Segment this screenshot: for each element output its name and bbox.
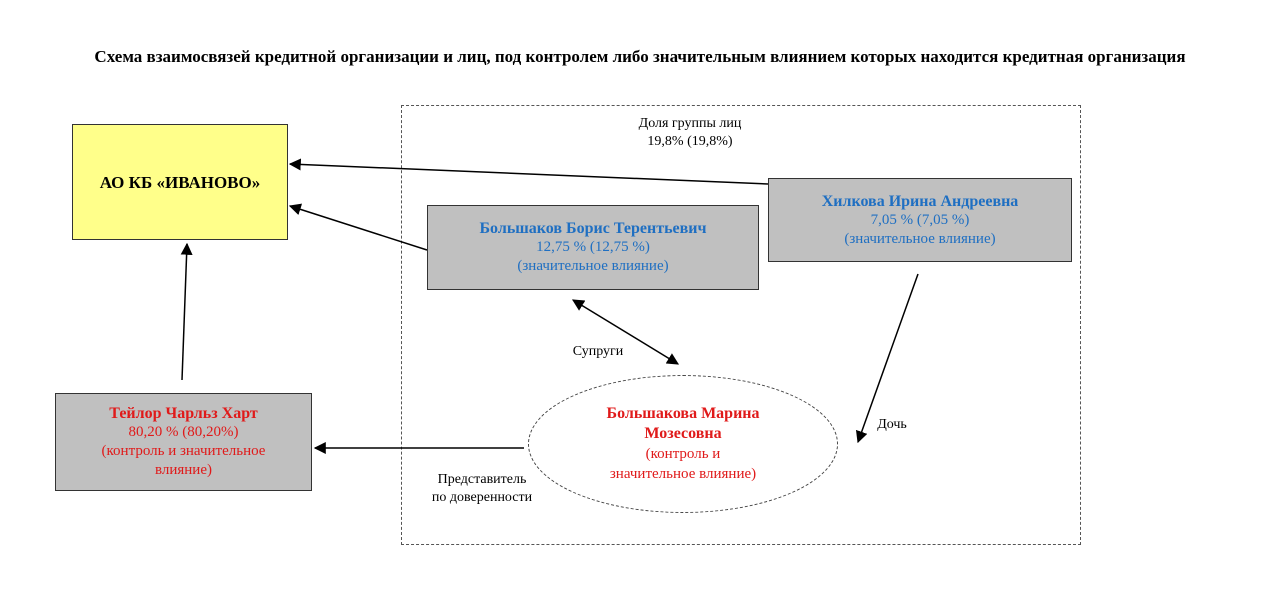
bank-name: АО КБ «ИВАНОВО»: [99, 172, 261, 192]
group-of-persons-border: [401, 105, 1081, 545]
bolshakova-ellipse: Большакова Марина Мозесовна (контроль и …: [528, 375, 838, 513]
khilkova-name: Хилкова Ирина Андреевна: [821, 192, 1019, 210]
daughter-label: Дочь: [877, 417, 907, 432]
bolshakova-name-line1: Большакова Марина: [606, 405, 760, 422]
bolshakova-note-line1: (контроль и: [645, 446, 721, 462]
group-share-value: 19,8% (19,8%): [647, 134, 733, 149]
group-share-label: Доля группы лиц: [638, 116, 742, 131]
spouses-label: Супруги: [572, 344, 624, 359]
bolshakova-name-line2: Мозесовна: [644, 425, 722, 442]
representative-label: Представитель по доверенности: [412, 471, 552, 507]
arrow-daughter: [855, 273, 919, 444]
bolshakov-note: (значительное влияние): [517, 258, 669, 274]
taylor-box: Тейлор Чарльз Харт 80,20 % (80,20%) (кон…: [55, 393, 312, 491]
taylor-note-line2: влияние): [154, 462, 212, 478]
arrow-spouses: [571, 299, 680, 365]
diagram-title: Схема взаимосвязей кредитной организации…: [94, 47, 1186, 66]
taylor-share: 80,20 % (80,20%): [128, 424, 239, 440]
representative-label-line2: по доверенности: [431, 490, 533, 505]
bolshakov-share: 12,75 % (12,75 %): [536, 239, 650, 255]
arrow-taylor-to-bank: [180, 242, 193, 381]
representative-label-line1: Представитель: [437, 472, 527, 487]
group-share-caption: Доля группы лиц 19,8% (19,8%): [610, 115, 770, 151]
bank-box: АО КБ «ИВАНОВО»: [72, 124, 288, 240]
khilkova-note: (значительное влияние): [844, 230, 996, 247]
arrow-bolshakov-to-bank: [288, 203, 428, 251]
bolshakov-box: Большаков Борис Терентьевич 12,75 % (12,…: [427, 205, 759, 290]
bolshakov-name: Большаков Борис Терентьевич: [479, 220, 707, 237]
arrow-khilkova-to-bank: [288, 158, 769, 185]
bolshakova-note-line2: значительное влияние): [609, 466, 757, 482]
khilkova-share: 7,05 % (7,05 %): [870, 211, 970, 228]
khilkova-box: Хилкова Ирина Андреевна 7,05 % (7,05 %) …: [768, 178, 1072, 262]
taylor-note-line1: (контроль и значительное: [101, 443, 266, 459]
taylor-name: Тейлор Чарльз Харт: [109, 405, 258, 422]
